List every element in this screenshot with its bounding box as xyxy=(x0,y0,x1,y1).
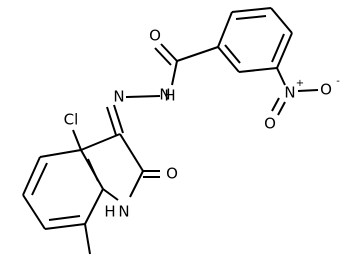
atom-labels: O H N N Cl N + O - O O H N xyxy=(64,27,341,221)
bond xyxy=(31,162,48,196)
bond xyxy=(276,67,286,86)
bond xyxy=(119,133,144,172)
nitro-nitrogen-label: N xyxy=(284,84,295,102)
bond xyxy=(271,33,285,63)
bond xyxy=(176,46,219,62)
bond xyxy=(129,170,144,198)
bond xyxy=(277,101,286,116)
bond xyxy=(276,32,293,69)
bond xyxy=(44,223,86,230)
bond xyxy=(154,47,172,66)
bond xyxy=(84,223,91,255)
nitro-plus-charge: + xyxy=(296,78,304,89)
hydrazone-n-label: N xyxy=(113,88,124,106)
bond xyxy=(235,15,267,20)
nitro-minus-charge: - xyxy=(336,76,340,87)
bond-lines xyxy=(22,7,319,255)
indole-n-label: N xyxy=(118,203,129,221)
bond xyxy=(171,60,178,86)
hydrazone-h-label: H xyxy=(164,87,175,105)
chlorine-label: Cl xyxy=(64,111,79,129)
bond xyxy=(80,133,121,151)
bond xyxy=(224,44,241,64)
bond xyxy=(22,194,46,230)
bond xyxy=(297,89,319,92)
bond xyxy=(39,149,82,158)
carbonyl-oxygen-label: O xyxy=(149,27,161,45)
indole-h-label: H xyxy=(104,203,115,221)
bond xyxy=(217,11,233,48)
bond xyxy=(271,97,280,112)
bond xyxy=(106,106,117,136)
lactam-oxygen-label: O xyxy=(166,165,178,183)
bond xyxy=(231,7,272,13)
bond xyxy=(125,95,161,98)
hydrazone-nh-label: N xyxy=(159,86,170,104)
bond xyxy=(87,158,99,182)
bond xyxy=(22,156,41,196)
bond xyxy=(102,188,119,201)
bond xyxy=(217,46,240,73)
bond xyxy=(48,215,81,221)
nitro-oxygen-left-label: O xyxy=(264,115,276,133)
nitro-oxygen-right-label: O xyxy=(320,81,332,99)
bond xyxy=(160,43,178,62)
bond xyxy=(72,129,82,151)
bond xyxy=(238,67,278,73)
bond xyxy=(84,188,104,225)
bond xyxy=(270,7,293,34)
bond xyxy=(113,104,124,134)
